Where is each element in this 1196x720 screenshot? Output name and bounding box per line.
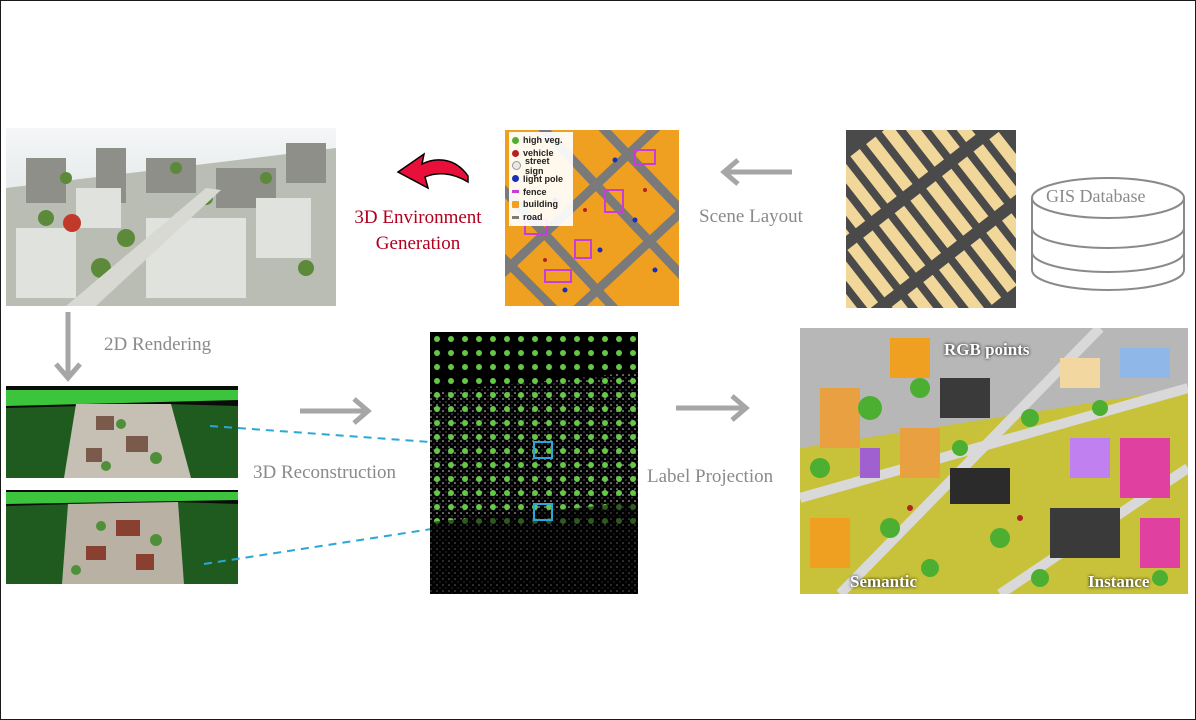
instance-label: Instance xyxy=(1088,572,1150,591)
reconstruction-3d-label: 3D Reconstruction xyxy=(253,462,397,483)
rendered-view-1 xyxy=(6,386,238,478)
legend-label: light pole xyxy=(523,173,563,184)
city-render-image xyxy=(6,128,336,306)
rgb-points-label: RGB points xyxy=(944,340,1030,359)
legend-label: vehicle xyxy=(523,148,554,159)
building-footprint-map xyxy=(846,130,1016,308)
right-arrow-icon xyxy=(676,394,750,422)
legend-label: high veg. xyxy=(523,135,563,146)
legend-row: street sign xyxy=(512,156,570,176)
env-generation-line1: 3D Environment xyxy=(354,207,482,228)
env-generation-label: 3D Environment Generation xyxy=(342,205,494,257)
left-arrow-icon xyxy=(720,158,792,186)
rendering-2d-label: 2D Rendering xyxy=(104,334,212,355)
scene-layout-label: Scene Layout xyxy=(699,206,803,227)
semantic-layout-map: high veg. vehicle street sign light pole… xyxy=(505,130,679,306)
down-arrow-icon xyxy=(54,312,82,382)
legend-row: vehicle xyxy=(512,147,570,160)
legend-row: light pole xyxy=(512,172,570,185)
legend-row: fence xyxy=(512,185,570,198)
label-projection-label: Label Projection xyxy=(647,466,774,487)
legend-row: high veg. xyxy=(512,134,570,147)
legend-label: street sign xyxy=(525,156,550,176)
legend-row: road xyxy=(512,211,570,224)
database-icon xyxy=(1031,177,1185,291)
curved-arrow-icon xyxy=(396,152,469,190)
legend-row: building xyxy=(512,198,570,211)
map-legend: high veg. vehicle street sign light pole… xyxy=(509,132,573,226)
gis-database-label: GIS Database xyxy=(1046,186,1146,206)
rendered-view-2 xyxy=(6,490,238,584)
semantic-label: Semantic xyxy=(850,572,918,591)
labeled-output-image: RGB points Semantic Instance xyxy=(800,328,1188,594)
legend-label: road xyxy=(523,212,543,223)
legend-label: building xyxy=(523,199,558,210)
legend-label: fence xyxy=(523,186,547,197)
env-generation-line2: Generation xyxy=(375,233,461,254)
right-arrow-icon xyxy=(300,397,372,425)
point-cloud-image xyxy=(430,332,638,594)
